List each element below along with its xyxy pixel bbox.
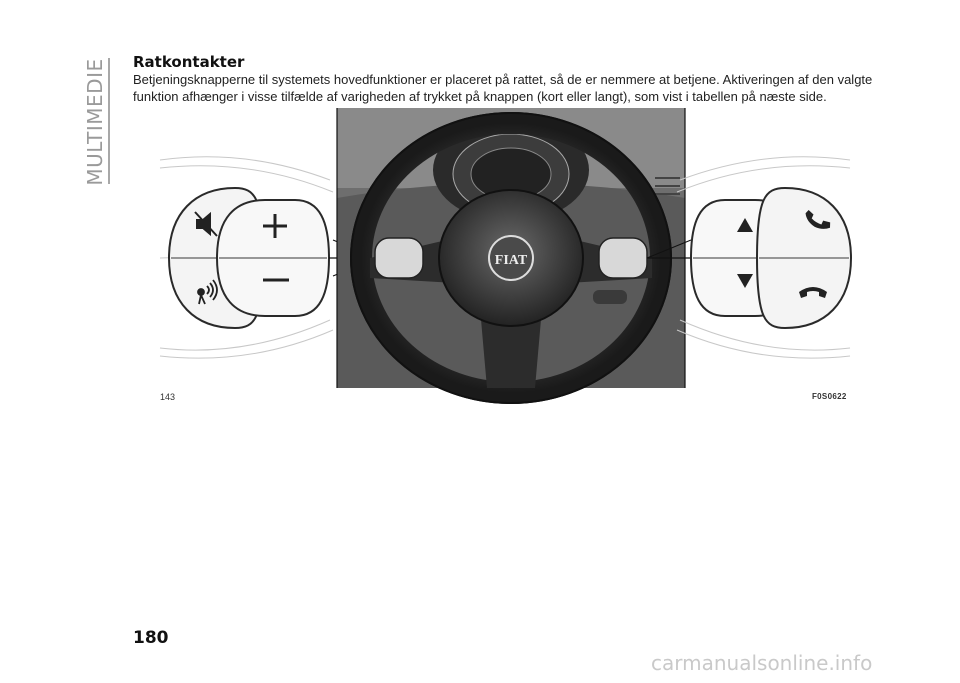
section-divider <box>108 58 110 184</box>
figure-code: F0S0622 <box>812 392 847 401</box>
left-button-cluster <box>167 186 379 330</box>
watermark: carmanualsonline.info <box>651 651 873 675</box>
figure-number: 143 <box>160 392 176 402</box>
arrow-down-icon <box>737 274 753 288</box>
right-button-cluster <box>646 186 853 330</box>
mute-icon <box>194 211 218 237</box>
body-paragraph: Betjeningsknapperne til systemets hovedf… <box>133 72 873 104</box>
phone-answer-icon <box>805 209 831 229</box>
section-label: MULTIMEDIE <box>83 58 107 186</box>
phone-hangup-icon <box>799 287 827 298</box>
page-number: 180 <box>133 628 169 648</box>
fiat-logo-text: FIAT <box>495 253 528 268</box>
steering-wheel-figure: FIAT <box>155 108 855 408</box>
arrow-up-icon <box>737 218 753 232</box>
volume-up-icon <box>263 214 287 238</box>
page-heading: Ratkontakter <box>133 53 245 71</box>
steering-wheel-photo: FIAT <box>336 108 686 404</box>
voice-command-icon <box>197 279 218 305</box>
right-zoom-background <box>676 156 851 359</box>
